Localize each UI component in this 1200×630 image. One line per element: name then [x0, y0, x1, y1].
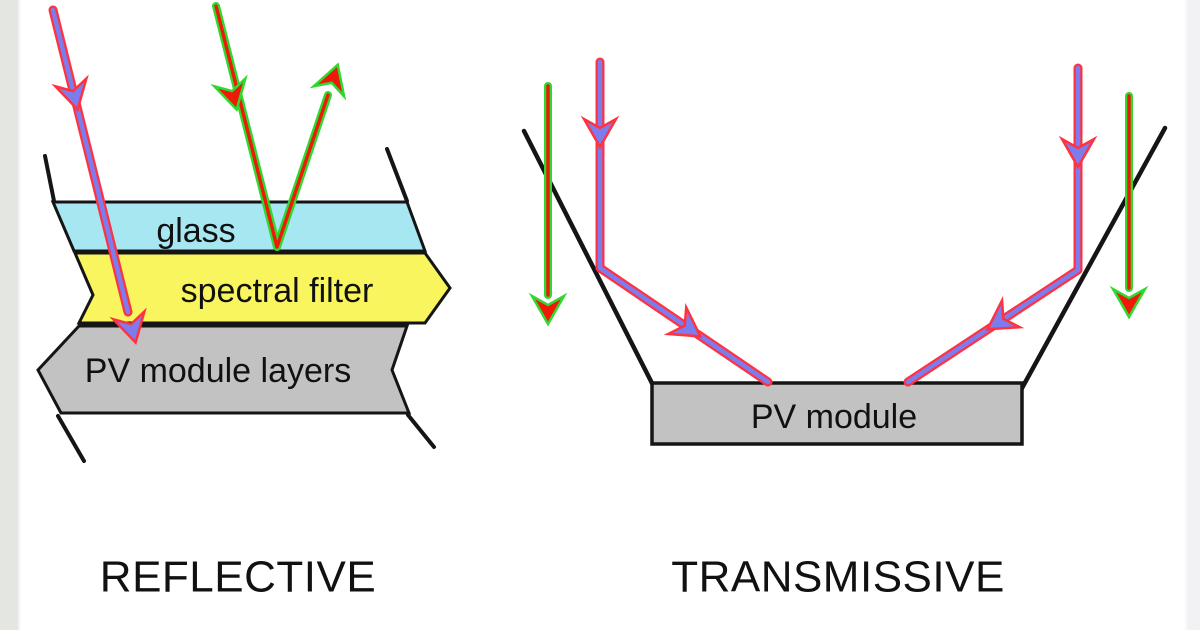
transmissive-title: TRANSMISSIVE	[671, 553, 1005, 602]
mirror-right	[1013, 125, 1168, 402]
break-line-top-right	[385, 147, 409, 203]
break-line-bottom-right	[406, 413, 436, 449]
glass-label: glass	[156, 212, 235, 250]
pv-module-box	[650, 381, 1024, 446]
reflected-ray-outgoing-arrowhead	[309, 62, 347, 101]
left-edge-shading	[0, 0, 21, 630]
transmitted-ray-left-arrowhead	[528, 292, 568, 327]
break-line-bottom-left	[56, 414, 86, 463]
concentrated-ray-right	[903, 63, 1098, 387]
absorbed-ray-mid-arrowhead	[51, 74, 89, 112]
reflected-ray-incoming-arrowhead	[210, 74, 248, 112]
pv-module-layers-label: PV module layers	[85, 352, 351, 390]
concentrated-ray-right-down-arrowhead	[1058, 135, 1098, 170]
transmissive-diagram: PV module TRANSMISSIVE	[521, 57, 1168, 602]
reflected-ray	[210, 2, 347, 251]
spectral-filter-label: spectral filter	[181, 272, 374, 310]
break-line-top-left	[43, 154, 56, 203]
concentrated-ray-left	[580, 57, 773, 387]
concentrated-ray-left-diagonal-arrowhead	[663, 302, 703, 338]
transmitted-ray-right	[1109, 92, 1149, 320]
concentrated-ray-right-diagonal-arrowhead	[985, 295, 1025, 331]
absorbed-ray	[48, 5, 147, 345]
transmitted-ray-right-arrowhead	[1109, 285, 1149, 320]
absorbed-ray-tip-arrowhead	[109, 307, 147, 345]
spectral-filter-layer	[72, 251, 452, 325]
reflective-diagram: glass spectral filter PV module layers R…	[36, 2, 452, 602]
pv-module-label: PV module	[751, 398, 917, 436]
transmitted-ray-left	[528, 82, 568, 327]
right-edge-shading	[1184, 0, 1200, 630]
concentrated-ray-left-down-arrowhead	[580, 115, 620, 150]
reflective-title: REFLECTIVE	[100, 553, 376, 602]
pv-module-layers-band	[36, 324, 412, 415]
